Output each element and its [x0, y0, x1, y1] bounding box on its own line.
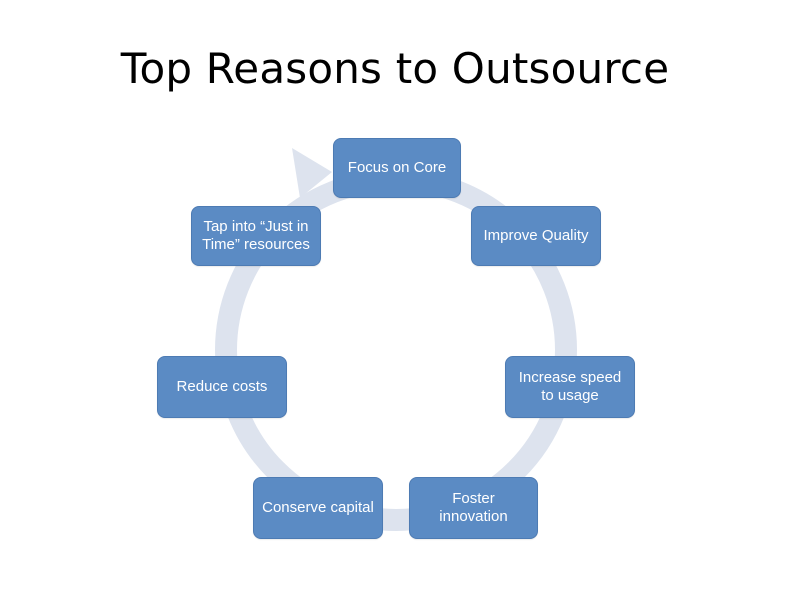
page-title: Top Reasons to Outsource: [120, 44, 670, 93]
cycle-node-foster-innovation: Foster innovation: [409, 477, 538, 539]
cycle-node-focus-on-core: Focus on Core: [333, 138, 461, 198]
cycle-arrowhead-icon: [292, 148, 332, 198]
cycle-node-reduce-costs: Reduce costs: [157, 356, 287, 418]
cycle-node-conserve-capital: Conserve capital: [253, 477, 383, 539]
cycle-node-just-in-time: Tap into “Just in Time” resources: [191, 206, 321, 266]
cycle-node-improve-quality: Improve Quality: [471, 206, 601, 266]
cycle-node-increase-speed: Increase speed to usage: [505, 356, 635, 418]
